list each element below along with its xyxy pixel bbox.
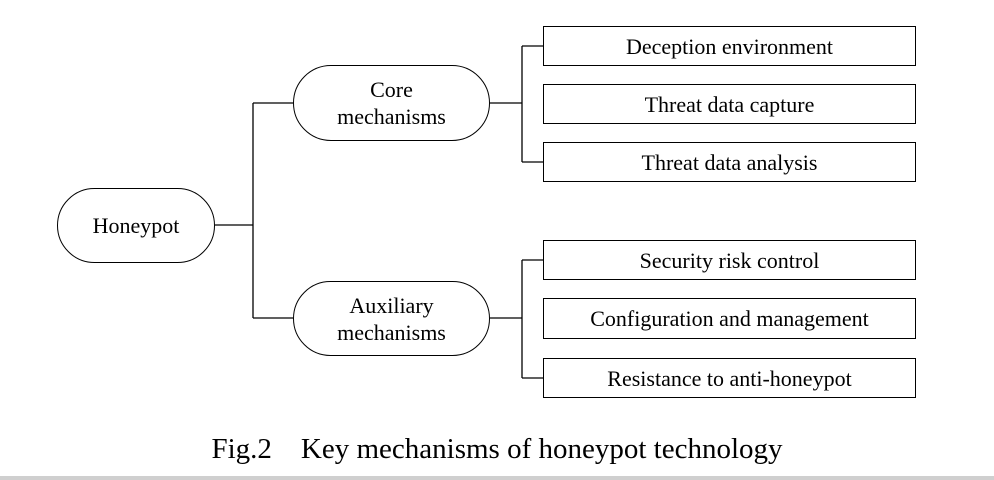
branch-node-core-mechanisms: Core mechanisms — [293, 65, 490, 141]
leaf-label: Threat data analysis — [641, 149, 818, 175]
leaf-label: Threat data capture — [644, 91, 815, 117]
branch-label-line-1: Core — [370, 77, 413, 102]
figure-caption: Fig.2 Key mechanisms of honeypot technol… — [211, 433, 783, 465]
leaf-label: Deception environment — [625, 33, 834, 59]
branch-label-line-2: mechanisms — [337, 319, 446, 345]
leaf-threat-data-capture: Threat data capture — [543, 84, 916, 124]
leaf-threat-data-analysis: Threat data analysis — [543, 142, 916, 182]
leaf-configuration-and-management: Configuration and management — [543, 298, 916, 339]
branch-label-line-1: Auxiliary — [349, 292, 434, 318]
leaf-resistance-to-anti-honeypot: Resistance to anti-honeypot — [543, 358, 916, 398]
root-node-honeypot: Honeypot — [57, 188, 215, 263]
leaf-deception-environment: Deception environment — [543, 26, 916, 66]
leaf-label: Configuration and management — [590, 306, 869, 331]
leaf-label: Resistance to anti-honeypot — [607, 365, 852, 391]
leaf-label: Security risk control — [639, 247, 820, 273]
bottom-divider — [0, 476, 994, 480]
branch-node-auxiliary-mechanisms: Auxiliary mechanisms — [293, 281, 490, 356]
root-label: Honeypot — [92, 213, 180, 238]
leaf-security-risk-control: Security risk control — [543, 240, 916, 280]
branch-label-line-2: mechanisms — [337, 104, 446, 129]
